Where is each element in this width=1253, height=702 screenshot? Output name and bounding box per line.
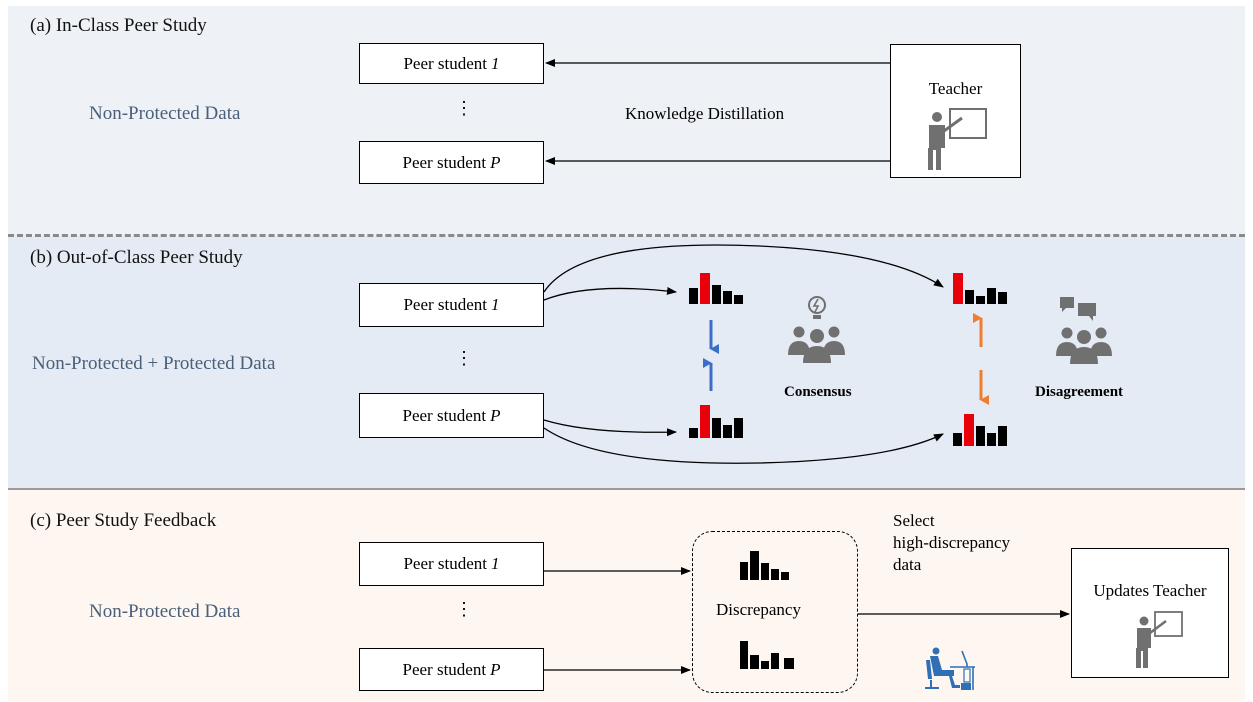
select-high-discrepancy-label: Select high-discrepancy data — [893, 510, 1010, 576]
select-line-3: data — [893, 555, 922, 574]
disagreement-icon — [1056, 297, 1112, 364]
panel-c-data-label: Non-Protected Data — [89, 601, 241, 622]
panel-c-title: (c) Peer Study Feedback — [30, 510, 217, 531]
disagreement-label: Disagreement — [1035, 384, 1124, 400]
panel-in-class — [8, 6, 1245, 236]
discrepancy-label: Discrepancy — [716, 600, 801, 619]
peer-student-index: P — [490, 152, 501, 172]
peer-student-index: 1 — [491, 53, 500, 73]
select-line-1: Select — [893, 511, 935, 530]
peerP-to-disagreement-arrow — [543, 427, 944, 464]
peer1-to-disagreement-arrow — [543, 244, 944, 293]
peer-student-label: Peer student — [402, 152, 487, 172]
select-line-2: high-discrepancy — [893, 533, 1011, 552]
worker-icon — [925, 647, 975, 690]
discrepancy-box — [692, 531, 858, 693]
panel-b-title: (b) Out-of-Class Peer Study — [30, 247, 243, 268]
knowledge-distillation-label: Knowledge Distillation — [625, 104, 785, 123]
peer-student-label: Peer student — [402, 405, 487, 425]
panel-a-title: (a) In-Class Peer Study — [30, 15, 207, 36]
peer-student-index: P — [490, 405, 501, 425]
panel-feedback — [8, 489, 1245, 701]
peer-student-index: 1 — [491, 295, 500, 314]
disagreement-histogram-top — [953, 273, 1007, 304]
teacher-label: Teacher — [928, 79, 983, 98]
updates-teacher-icon — [1136, 611, 1183, 668]
peerP-to-consensus-arrow — [543, 419, 677, 437]
consensus-icon — [788, 296, 845, 363]
updates-teacher-label: Updates Teacher — [1093, 581, 1207, 600]
panel-out-of-class — [8, 236, 1245, 489]
discrepancy-histogram-bottom — [740, 641, 794, 669]
peer-student-label: Peer student — [403, 554, 488, 573]
discrepancy-histogram-top — [740, 551, 789, 580]
consensus-histogram-bottom — [689, 405, 743, 438]
updates-teacher-box: Updates Teacher — [1071, 548, 1229, 678]
panel-a-data-label: Non-Protected Data — [89, 103, 241, 124]
peer-student-index: 1 — [491, 554, 500, 573]
peer-student-index: P — [490, 659, 501, 679]
peer-student-label: Peer student — [403, 53, 488, 73]
peer1-to-consensus-arrow — [543, 286, 677, 301]
peer-student-label: Peer student — [403, 295, 488, 314]
teacher-icon — [928, 108, 987, 170]
peer-student-label: Peer student — [402, 659, 487, 679]
dashed-divider — [8, 234, 1245, 237]
solid-divider — [8, 488, 1245, 490]
consensus-histogram-top — [689, 273, 743, 304]
disagreement-histogram-bottom — [953, 414, 1007, 446]
panel-b-data-label: Non-Protected + Protected Data — [32, 353, 276, 374]
consensus-label: Consensus — [784, 384, 852, 400]
teacher-box: Teacher — [890, 44, 1021, 178]
